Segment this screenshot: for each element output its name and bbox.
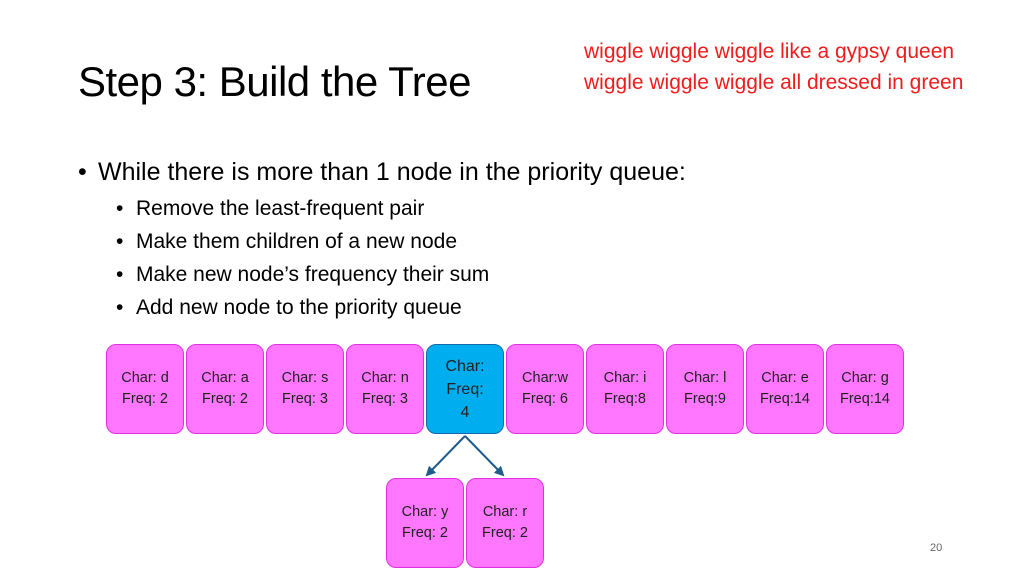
- node-freq: Freq:14: [840, 391, 890, 407]
- page-number: 20: [930, 542, 943, 554]
- node-char: Char:: [445, 357, 485, 375]
- annotation-line-1: wiggle wiggle wiggle like a gypsy queen: [584, 40, 955, 63]
- bullet-marker: •: [78, 158, 87, 186]
- node-char: Char: a: [201, 370, 249, 386]
- queue-node-n: Char: n Freq: 3: [346, 344, 424, 434]
- queue-node-i: Char: i Freq:8: [586, 344, 664, 434]
- child-node-y: Char: y Freq: 2: [386, 478, 464, 568]
- slide-title: Step 3: Build the Tree: [78, 58, 471, 105]
- queue-node-internal: Char: Freq: 4: [426, 344, 504, 434]
- node-char: Char: s: [281, 370, 329, 386]
- node-char: Char: r: [482, 504, 528, 520]
- sub-bullet: • Remove the least-frequent pair: [116, 192, 686, 225]
- node-freq-value: 4: [460, 403, 470, 421]
- node-freq: Freq: 2: [202, 391, 248, 407]
- node-freq: Freq: 3: [362, 391, 408, 407]
- edge-left: [425, 435, 466, 477]
- node-freq: Freq:8: [604, 391, 646, 407]
- node-freq: Freq:9: [684, 391, 726, 407]
- sub-bullet-text: Remove the least-frequent pair: [136, 197, 425, 220]
- sub-bullet-text: Make new node’s frequency their sum: [136, 263, 490, 286]
- bullet-marker: •: [116, 296, 124, 319]
- node-freq: Freq: 6: [522, 391, 568, 407]
- node-freq: Freq: 2: [402, 525, 448, 541]
- main-bullet: • While there is more than 1 node in the…: [78, 156, 686, 188]
- sub-bullet: • Make new node’s frequency their sum: [116, 258, 686, 291]
- edge-right: [464, 435, 505, 477]
- node-freq: Freq: 2: [482, 525, 528, 541]
- node-freq: Freq:: [446, 380, 484, 398]
- queue-node-a: Char: a Freq: 2: [186, 344, 264, 434]
- queue-node-e: Char: e Freq:14: [746, 344, 824, 434]
- node-char: Char: i: [603, 370, 647, 386]
- bullet-marker: •: [116, 230, 124, 253]
- sub-bullet-text: Make them children of a new node: [136, 230, 458, 253]
- bullet-list: • While there is more than 1 node in the…: [78, 156, 686, 324]
- sub-bullet: • Add new node to the priority queue: [116, 291, 686, 324]
- queue-node-d: Char: d Freq: 2: [106, 344, 184, 434]
- queue-node-l: Char: l Freq:9: [666, 344, 744, 434]
- node-char: Char: g: [841, 370, 889, 386]
- node-freq: Freq: 3: [282, 391, 328, 407]
- node-char: Char: e: [761, 370, 809, 386]
- annotation-note: wiggle wiggle wiggle like a gypsy queen …: [584, 36, 963, 98]
- child-node-r: Char: r Freq: 2: [466, 478, 544, 568]
- node-char: Char: l: [683, 370, 727, 386]
- queue-node-g: Char: g Freq:14: [826, 344, 904, 434]
- annotation-line-2: wiggle wiggle wiggle all dressed in gree…: [584, 71, 964, 94]
- node-char: Char: n: [361, 370, 409, 386]
- node-freq: Freq: 2: [122, 391, 168, 407]
- sub-bullet-text: Add new node to the priority queue: [136, 296, 462, 319]
- main-bullet-text: While there is more than 1 node in the p…: [98, 158, 686, 186]
- queue-node-w: Char:w Freq: 6: [506, 344, 584, 434]
- node-char: Char:w: [522, 370, 568, 386]
- sub-bullet: • Make them children of a new node: [116, 225, 686, 258]
- node-freq: Freq:14: [760, 391, 810, 407]
- sub-bullet-list: • Remove the least-frequent pair • Make …: [116, 192, 686, 324]
- bullet-marker: •: [116, 197, 124, 220]
- node-char: Char: d: [121, 370, 169, 386]
- queue-node-s: Char: s Freq: 3: [266, 344, 344, 434]
- node-char: Char: y: [401, 504, 449, 520]
- bullet-marker: •: [116, 263, 124, 286]
